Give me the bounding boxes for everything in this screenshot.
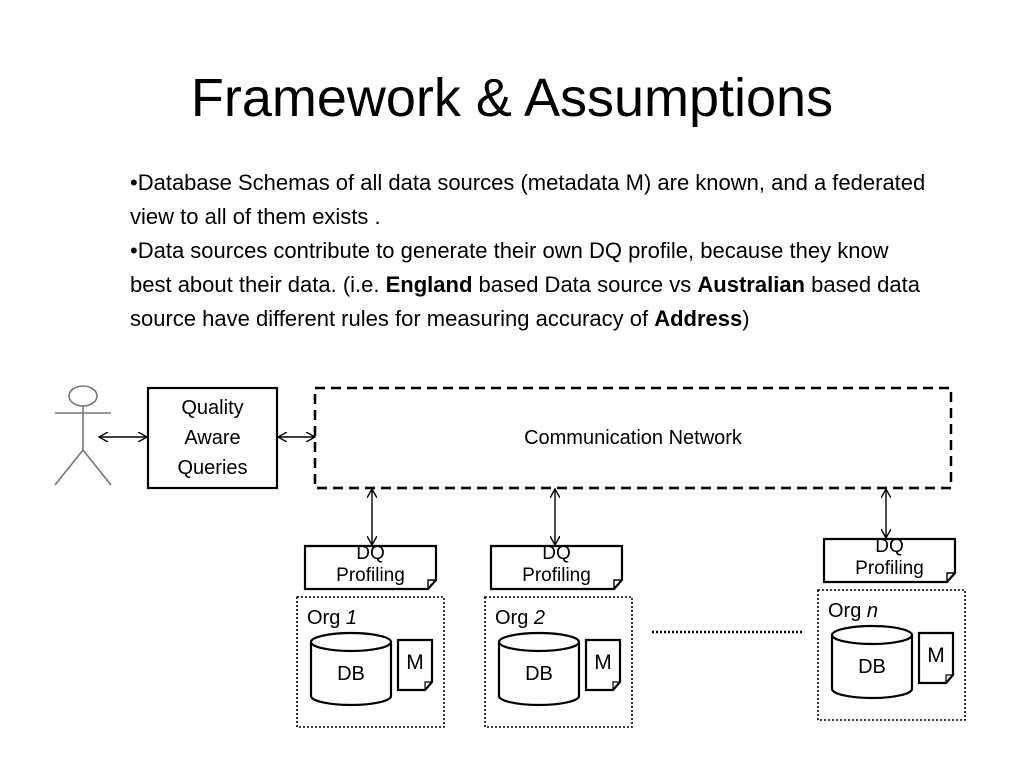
org-prefix: Org: [828, 600, 867, 622]
bullet-item-schemas: •Database Schemas of all data sources (m…: [130, 166, 930, 234]
metadata-document-icon: [584, 638, 622, 692]
org-container-1: [296, 596, 445, 728]
bullet-text: ): [742, 306, 750, 331]
database-cylinder-icon: [497, 631, 581, 707]
dq-label-line-1: DQ: [875, 536, 904, 557]
user-stick-figure-icon: [54, 385, 112, 486]
bullet-bold-australian: Australian: [697, 272, 805, 297]
dq-profiling-doc-2: [489, 544, 624, 591]
org-prefix: Org: [307, 607, 346, 629]
org-number: 1: [345, 607, 358, 629]
dq-profiling-label-1: DQ Profiling: [305, 543, 436, 587]
metadata-label: M: [594, 651, 612, 674]
dq-profiling-label-n: DQ Profiling: [824, 536, 955, 580]
bullet-text: based Data source vs: [472, 272, 698, 297]
dq-label-line-1: DQ: [542, 543, 571, 564]
bullet-item-dq-profile: •Data sources contribute to generate the…: [130, 234, 930, 336]
org-number: 2: [533, 607, 546, 629]
org-container-n: [817, 589, 966, 721]
org-label-1: Org 1: [307, 607, 357, 629]
metadata-label: M: [406, 651, 424, 674]
dq-label-line-2: Profiling: [336, 565, 405, 586]
query-box-label: Quality Aware Queries: [148, 388, 277, 488]
bullet-text: Data sources contribute to generate thei…: [130, 238, 889, 297]
database-cylinder-icon: [830, 624, 914, 700]
bullet-bold-england: England: [385, 272, 473, 297]
bullet-bold-address: Address: [654, 306, 743, 331]
org-label-n: Org n: [828, 600, 878, 622]
db-label: DB: [337, 663, 365, 685]
org-label-2: Org 2: [495, 607, 545, 629]
dq-profiling-label-2: DQ Profiling: [491, 543, 622, 587]
query-box: [146, 386, 279, 490]
dq-profiling-doc-n: [822, 537, 957, 584]
query-line-2: Aware: [184, 427, 241, 449]
query-line-3: Queries: [177, 457, 248, 479]
dq-label-line-2: Profiling: [522, 565, 591, 586]
database-cylinder-icon: [309, 631, 393, 707]
network-label: Communication Network: [524, 427, 742, 449]
metadata-document-icon: [917, 631, 955, 685]
db-label: DB: [525, 663, 553, 685]
org-container-2: [484, 596, 633, 728]
slide-title: Framework & Assumptions: [190, 68, 834, 128]
org-prefix: Org: [495, 607, 534, 629]
org-number: n: [866, 600, 879, 622]
metadata-document-icon: [396, 638, 434, 692]
db-label: DB: [858, 656, 886, 678]
metadata-label: M: [927, 644, 945, 667]
bullet-marker: •: [130, 238, 138, 263]
query-line-1: Quality: [181, 397, 244, 419]
dq-label-line-2: Profiling: [855, 558, 924, 579]
bullet-text: Database Schemas of all data sources (me…: [130, 170, 926, 229]
bullet-text: based data source have different rules f…: [130, 272, 920, 331]
dq-profiling-doc-1: [303, 544, 438, 591]
bullet-marker: •: [130, 170, 138, 195]
dq-label-line-1: DQ: [356, 543, 385, 564]
bullet-list: •Database Schemas of all data sources (m…: [130, 166, 930, 336]
